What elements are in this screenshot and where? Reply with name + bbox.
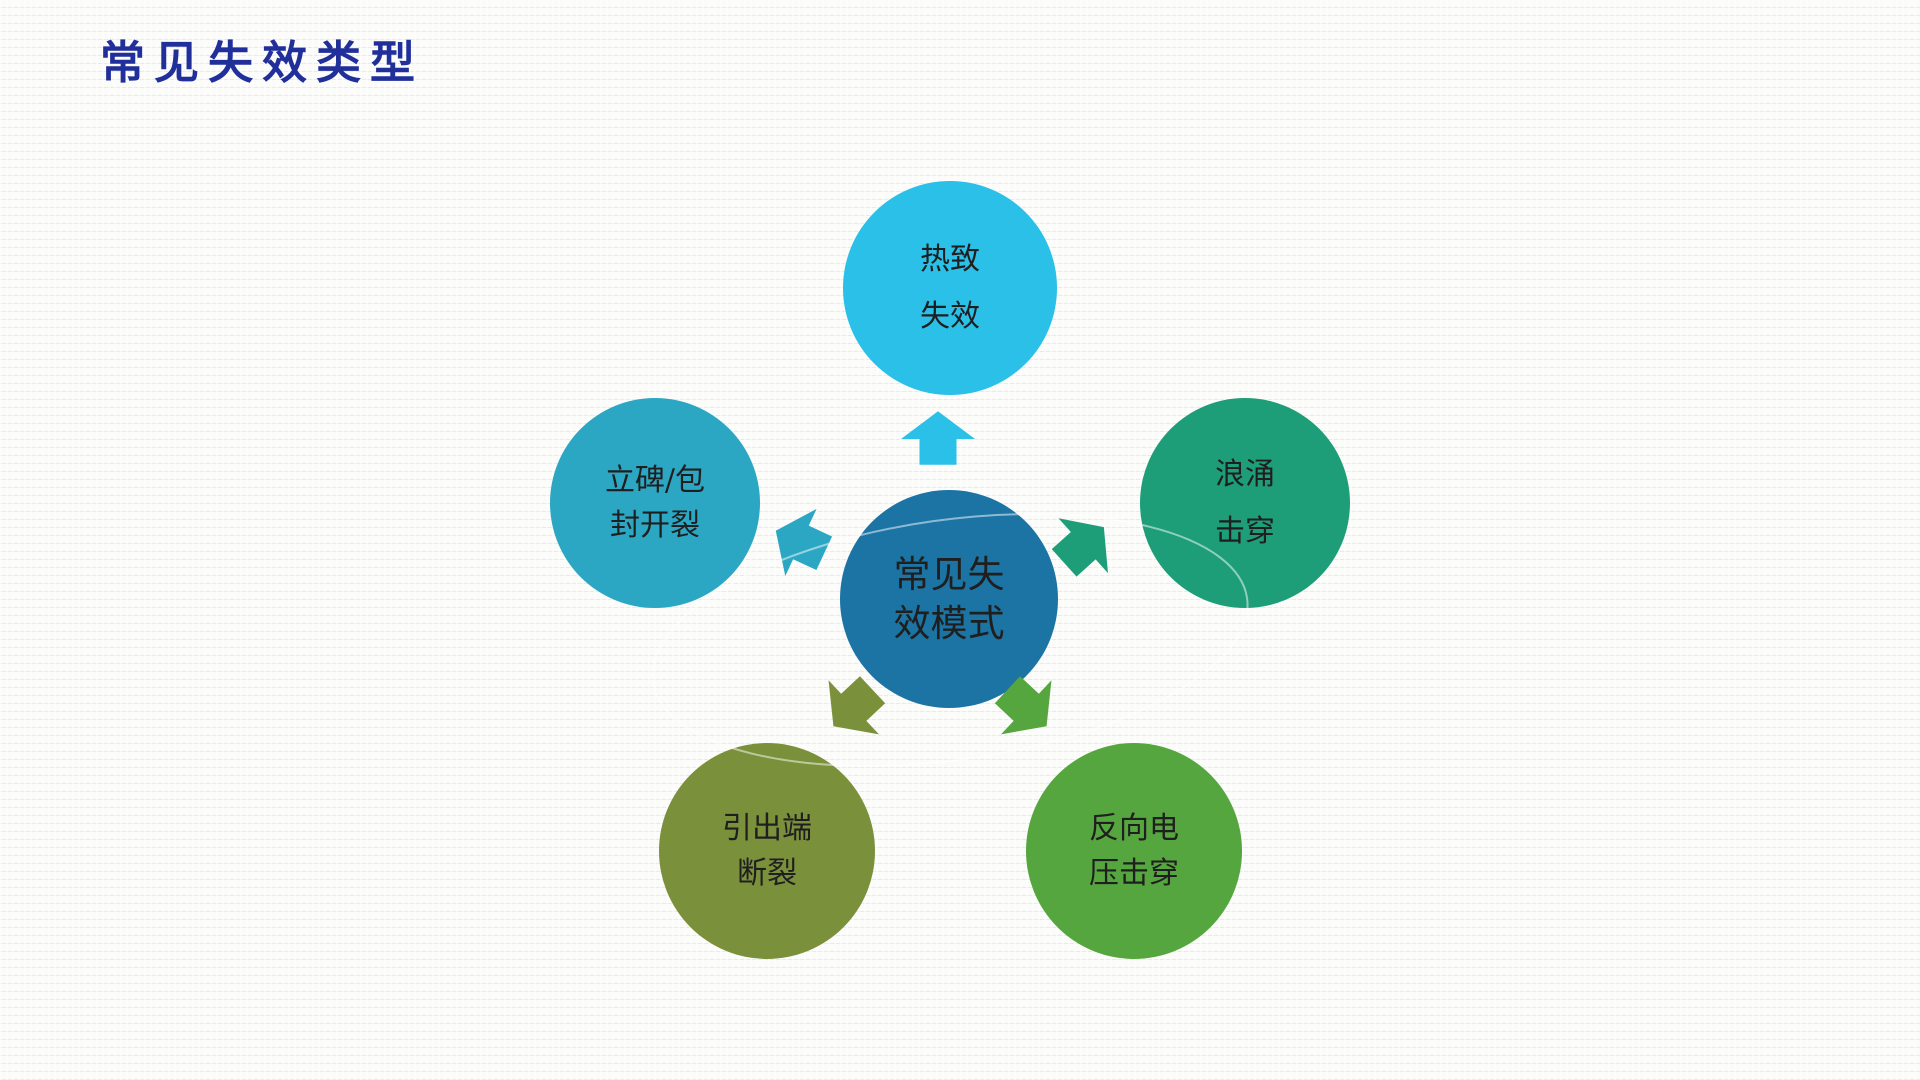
node-label-line: 失效 bbox=[920, 298, 980, 334]
node-label-line: 断裂 bbox=[737, 855, 797, 891]
node-label-line: 封开裂 bbox=[610, 507, 700, 543]
node-tombstone-package-crack: 立碑/包 封开裂 bbox=[550, 398, 760, 608]
node-label-line: 常见失 bbox=[893, 553, 1005, 596]
node-surge-breakdown: 浪涌 击穿 bbox=[1140, 398, 1350, 608]
node-label-line: 压击穿 bbox=[1089, 855, 1179, 891]
node-label-line: 引出端 bbox=[722, 810, 812, 846]
node-lead-terminal-fracture: 引出端 断裂 bbox=[659, 743, 875, 959]
block-arrow-shape bbox=[775, 508, 833, 576]
block-arrow-shape bbox=[901, 411, 975, 465]
block-arrow-up-icon bbox=[901, 411, 975, 465]
node-reverse-voltage-breakdown: 反向电 压击穿 bbox=[1026, 743, 1242, 959]
node-label-line: 热致 bbox=[920, 241, 980, 277]
block-arrow-left-icon bbox=[760, 497, 840, 587]
node-label-line: 效模式 bbox=[893, 602, 1005, 645]
node-label-line: 浪涌 bbox=[1215, 456, 1275, 492]
slide-title: 常见失效类型 bbox=[100, 36, 425, 89]
node-label-line: 击穿 bbox=[1215, 513, 1275, 549]
node-label-line: 立碑/包 bbox=[604, 462, 706, 498]
node-label-line: 反向电 bbox=[1089, 810, 1179, 846]
node-thermal-failure: 热致 失效 bbox=[843, 181, 1057, 395]
